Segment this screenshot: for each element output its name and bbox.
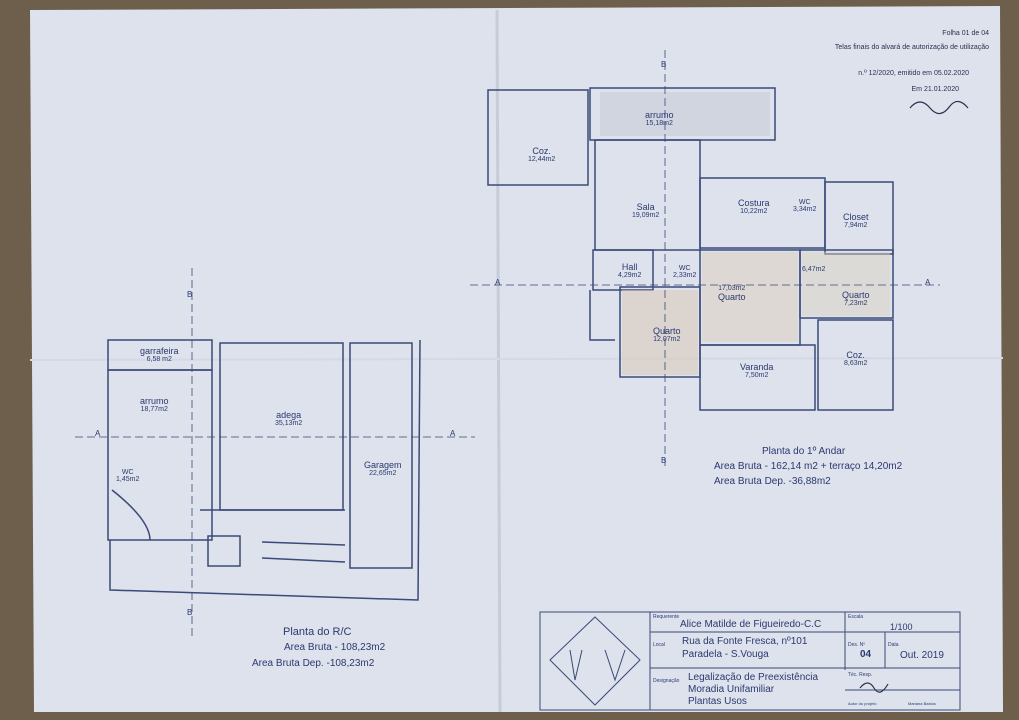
section-mark-b-1-top: B	[661, 60, 667, 69]
room-corridor: 6,47m2	[802, 266, 826, 273]
header-line-1: Telas finais do alvará de autorização de…	[834, 44, 989, 51]
tb-data: Out. 2019	[900, 650, 944, 661]
tb-designacao-3: Plantas Usos	[688, 696, 747, 707]
section-mark-a-1-left: A	[495, 278, 501, 287]
tb-designacao-2: Moradia Unifamiliar	[688, 684, 775, 695]
tb-autor-label: Autor do projeto	[848, 701, 877, 706]
tb-des: 04	[860, 649, 872, 660]
first-floor-area-bruta: Area Bruta - 162,14 m2 + terraço 14,20m2	[714, 461, 903, 472]
tb-local-2: Paradela - S.Vouga	[682, 649, 769, 660]
tb-escala: 1/100	[890, 622, 913, 632]
tb-des-label: Des. Nº	[848, 642, 866, 648]
tb-local-1: Rua da Fonte Fresca, nº101	[682, 636, 808, 647]
section-mark-b-bottom: B	[187, 608, 193, 617]
section-mark-a-1-right: A	[925, 278, 931, 287]
tb-requerente-label: Requerente	[653, 614, 680, 620]
header-line-2: n.º 12/2020, emitido em 05.02.2020	[858, 70, 969, 77]
tb-data-label: Data	[888, 642, 899, 648]
tb-designacao-label: Designação	[653, 678, 680, 684]
signature	[909, 100, 969, 115]
header-line-3: Em 21.01.2020	[911, 86, 959, 93]
ground-floor-area-bruta: Area Bruta - 108,23m2	[284, 642, 386, 653]
section-mark-b-1-bottom: B	[661, 456, 667, 465]
tb-designacao-1: Legalização de Preexistência	[688, 672, 819, 683]
ground-floor-area-dep: Area Bruta Dep. -108,23m2	[252, 658, 375, 669]
section-mark-b-top: B	[187, 290, 193, 299]
room-cozinha-1: Coz.12,44m2	[528, 146, 556, 163]
first-floor-area-dep: Area Bruta Dep. -36,88m2	[714, 476, 831, 487]
section-mark-a-left: A	[95, 429, 101, 438]
ground-floor-title: Planta do R/C	[283, 626, 352, 638]
tb-tec-label: Téc. Resp.	[848, 672, 873, 678]
tb-requerente: Alice Matilde de Figueiredo-C.C	[680, 619, 822, 630]
tb-escala-label: Escala	[848, 614, 864, 620]
sheet-number: Folha 01 de 04	[942, 30, 989, 37]
section-mark-a-right: A	[450, 429, 456, 438]
room-cozinha-2: Coz.8,63m2	[844, 350, 868, 367]
tb-autor: Mariana Bastos	[908, 701, 936, 706]
first-floor-title: Planta do 1º Andar	[762, 446, 846, 457]
architect-logo	[549, 616, 641, 706]
tb-local-label: Local	[653, 642, 665, 648]
